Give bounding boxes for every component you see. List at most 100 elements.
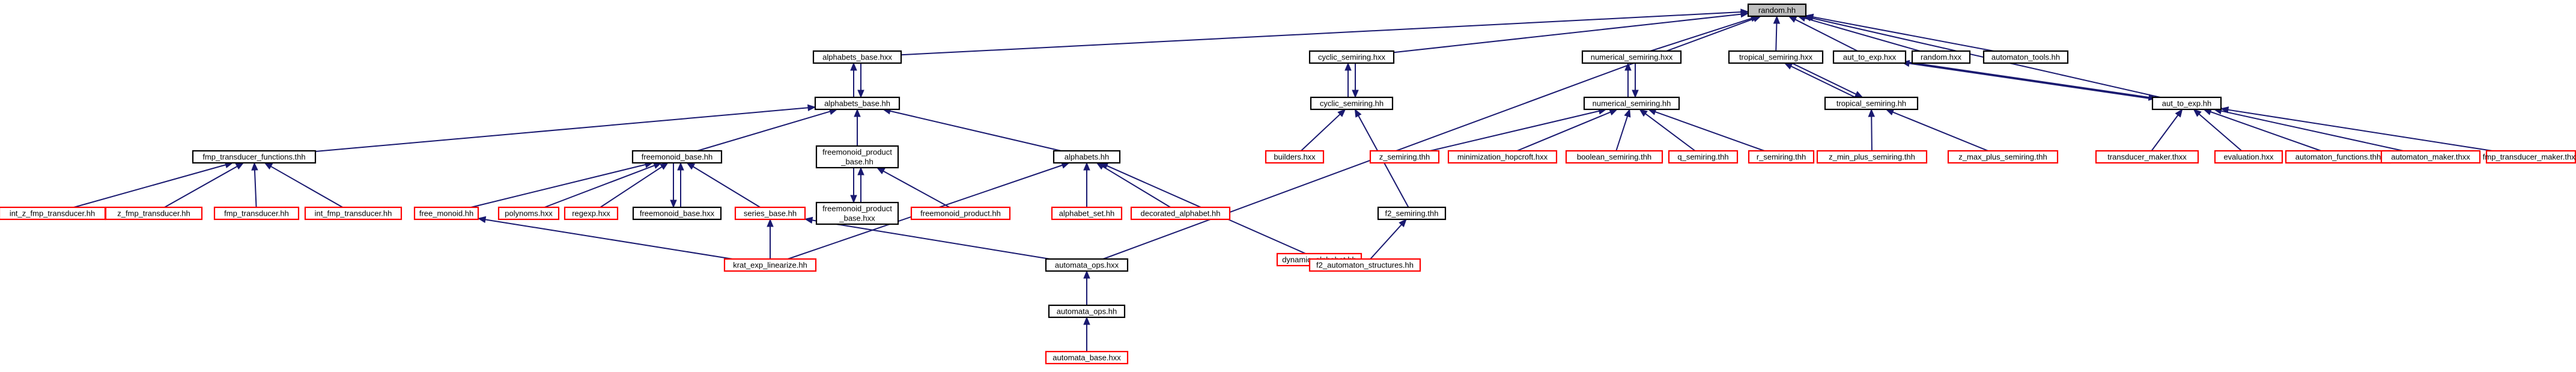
node-box — [1130, 206, 1231, 221]
edge-aut_to_exp_hh-to-aut_to_exp_hxx — [1909, 63, 2149, 99]
edge-z_min_plus_semiring_thh-to-tropical_semiring_hh — [1871, 116, 1873, 151]
node-box — [2151, 96, 2222, 111]
node-free-monoid-hh[interactable]: free_monoid.hh — [413, 206, 479, 221]
edge-automaton_functions_thh-to-aut_to_exp_hh — [2210, 111, 2322, 151]
node-box — [564, 206, 619, 221]
node-label: z_semiring.thh — [1379, 153, 1430, 162]
node-fmp-transducer-maker-thxx[interactable]: fmp_transducer_maker.thxx — [2483, 150, 2576, 164]
arrowhead-series_base_hh — [767, 218, 774, 227]
arrowhead-random_hh — [1740, 10, 1749, 18]
arrowhead-alphabets_base_hxx — [850, 62, 857, 71]
node-freemonoid-base-hh[interactable]: freemonoid_base.hh — [631, 150, 723, 164]
node-automata-ops-hh[interactable]: automata_ops.hh — [1048, 304, 1126, 319]
node-freemonoid-base-hxx[interactable]: freemonoid_base.hxx — [632, 206, 722, 221]
node-krat-exp-linearize-hh[interactable]: krat_exp_linearize.hh — [723, 258, 817, 272]
arrowhead-fmp_transducer_functions_thh — [235, 162, 245, 170]
node-box — [1816, 150, 1928, 164]
node-box — [1728, 50, 1824, 64]
arrowhead-freemonoid_product_base_hh — [857, 166, 864, 175]
node-builders-hxx[interactable]: builders.hxx — [1265, 150, 1325, 164]
node-alphabets-hh[interactable]: alphabets.hh — [1053, 150, 1121, 164]
node-box — [734, 206, 806, 221]
node-label: tropical_semiring.hh — [1836, 99, 1906, 108]
node-automata-base-hxx[interactable]: automata_base.hxx — [1045, 350, 1129, 365]
edge-r_semiring_thh-to-numerical_semiring_hh — [1654, 111, 1765, 151]
node-box — [1747, 3, 1807, 17]
edge-aut_to_exp_hxx-to-random_hh — [1794, 19, 1858, 52]
node-automaton-maker-thxx[interactable]: automaton_maker.thxx — [2380, 150, 2481, 164]
node-box — [2485, 150, 2576, 164]
node-aut-to-exp-hh[interactable]: aut_to_exp.hh — [2151, 96, 2222, 111]
edge-z_max_plus_semiring_thh-to-tropical_semiring_hh — [1892, 111, 1988, 151]
node-label: freemonoid_product — [822, 148, 892, 157]
node-label: aut_to_exp.hxx — [1843, 53, 1897, 62]
node-numerical-semiring-hh[interactable]: numerical_semiring.hh — [1583, 96, 1680, 111]
node-decorated-alphabet-hh[interactable]: decorated_alphabet.hh — [1130, 206, 1231, 221]
node-q-semiring-thh[interactable]: q_semiring.thh — [1668, 150, 1739, 164]
node-label: int_z_fmp_transducer.hh — [10, 209, 95, 218]
node-cyclic-semiring-hh[interactable]: cyclic_semiring.hh — [1310, 96, 1394, 111]
node-int-z-fmp-transducer-hh[interactable]: int_z_fmp_transducer.hh — [0, 206, 106, 221]
node-boolean-semiring-thh[interactable]: boolean_semiring.thh — [1565, 150, 1663, 164]
node-fmp-transducer-functions-thh[interactable]: fmp_transducer_functions.thh — [192, 150, 317, 164]
node-cyclic-semiring-hxx[interactable]: cyclic_semiring.hxx — [1308, 50, 1395, 64]
node-automata-ops-hxx[interactable]: automata_ops.hxx — [1045, 258, 1129, 272]
node-int-fmp-transducer-hh[interactable]: int_fmp_transducer.hh — [304, 206, 402, 221]
node-polynoms-hxx[interactable]: polynoms.hxx — [497, 206, 560, 221]
node-aut-to-exp-hxx[interactable]: aut_to_exp.hxx — [1832, 50, 1907, 64]
arrowhead-fmp_transducer_functions_thh — [264, 162, 273, 170]
node-box — [632, 206, 722, 221]
node-random-hh[interactable]: random.hh — [1747, 3, 1807, 17]
edge-tropical_semiring_hxx-to-tropical_semiring_hh — [1791, 63, 1856, 95]
node-random-hxx[interactable]: random.hxx — [1911, 50, 1971, 64]
node-box — [1265, 150, 1325, 164]
node-z-max-plus-semiring-thh[interactable]: z_max_plus_semiring.thh — [1947, 150, 2059, 164]
node-box — [1045, 350, 1129, 365]
node-alphabets-base-hxx[interactable]: alphabets_base.hxx — [812, 50, 902, 64]
node-alphabets-base-hh[interactable]: alphabets_base.hh — [814, 96, 901, 111]
node-label: f2_semiring.thh — [1385, 209, 1439, 218]
edge-krat_exp_linearize_hh-to-free_monoid_hh — [485, 219, 733, 260]
node-label: automaton_maker.thxx — [2391, 153, 2470, 162]
node-regexp-hxx[interactable]: regexp.hxx — [564, 206, 619, 221]
node-numerical-semiring-hxx[interactable]: numerical_semiring.hxx — [1581, 50, 1682, 64]
node-f2-semiring-thh[interactable]: f2_semiring.thh — [1377, 206, 1447, 221]
arrowhead-freemonoid_base_hh — [660, 162, 669, 170]
node-r-semiring-thh[interactable]: r_semiring.thh — [1748, 150, 1815, 164]
node-z-min-plus-semiring-thh[interactable]: z_min_plus_semiring.thh — [1816, 150, 1928, 164]
node-label: freemonoid_base.hxx — [640, 209, 715, 218]
node-label: evaluation.hxx — [2223, 153, 2274, 162]
arrowhead-freemonoid_product_base_hxx — [850, 195, 857, 204]
node-box — [1748, 150, 1815, 164]
node-label: _base.hh — [840, 157, 873, 166]
node-box — [304, 206, 402, 221]
node-z-fmp-transducer-hh[interactable]: z_fmp_transducer.hh — [105, 206, 203, 221]
node-freemonoid-product-base-hxx[interactable]: freemonoid_product_base.hxx — [815, 201, 899, 225]
arrowhead-random_hh — [1788, 16, 1797, 23]
arrowhead-numerical_semiring_hh — [1609, 109, 1618, 116]
node-tropical-semiring-hxx[interactable]: tropical_semiring.hxx — [1728, 50, 1824, 64]
node-f2-automaton-structures-hh[interactable]: f2_automaton_structures.hh — [1308, 258, 1421, 272]
edge-evaluation_hxx-to-aut_to_exp_hh — [2198, 114, 2243, 151]
node-freemonoid-product-hh[interactable]: freemonoid_product.hh — [910, 206, 1011, 221]
edge-alphabets_base_hxx-to-random_hh — [901, 11, 1742, 56]
edge-cyclic_semiring_hxx-to-random_hh — [1393, 13, 1742, 53]
arrowhead-cyclic_semiring_hh — [1337, 109, 1346, 117]
node-alphabet-set-hh[interactable]: alphabet_set.hh — [1051, 206, 1123, 221]
node-series-base-hh[interactable]: series_base.hh — [734, 206, 806, 221]
node-box — [631, 150, 723, 164]
node-box — [1911, 50, 1971, 64]
node-evaluation-hxx[interactable]: evaluation.hxx — [2214, 150, 2283, 164]
node-transducer-maker-thxx[interactable]: transducer_maker.thxx — [2095, 150, 2199, 164]
node-minimization-hopcroft-hxx[interactable]: minimization_hopcroft.hxx — [1447, 150, 1558, 164]
node-freemonoid-product-base-hh[interactable]: freemonoid_product_base.hh — [815, 145, 899, 169]
node-automaton-functions-thh[interactable]: automaton_functions.thh — [2285, 150, 2392, 164]
node-label: builders.hxx — [1274, 153, 1316, 162]
node-label: r_semiring.thh — [1757, 153, 1806, 162]
node-z-semiring-thh[interactable]: z_semiring.thh — [1369, 150, 1440, 164]
edge-freemonoid_product_hh-to-freemonoid_product_base_hh — [882, 170, 950, 208]
node-fmp-transducer-hh[interactable]: fmp_transducer.hh — [213, 206, 300, 221]
node-automaton-tools-hh[interactable]: automaton_tools.hh — [1982, 50, 2069, 64]
node-label: automata_ops.hh — [1057, 307, 1117, 316]
node-tropical-semiring-hh[interactable]: tropical_semiring.hh — [1824, 96, 1919, 111]
